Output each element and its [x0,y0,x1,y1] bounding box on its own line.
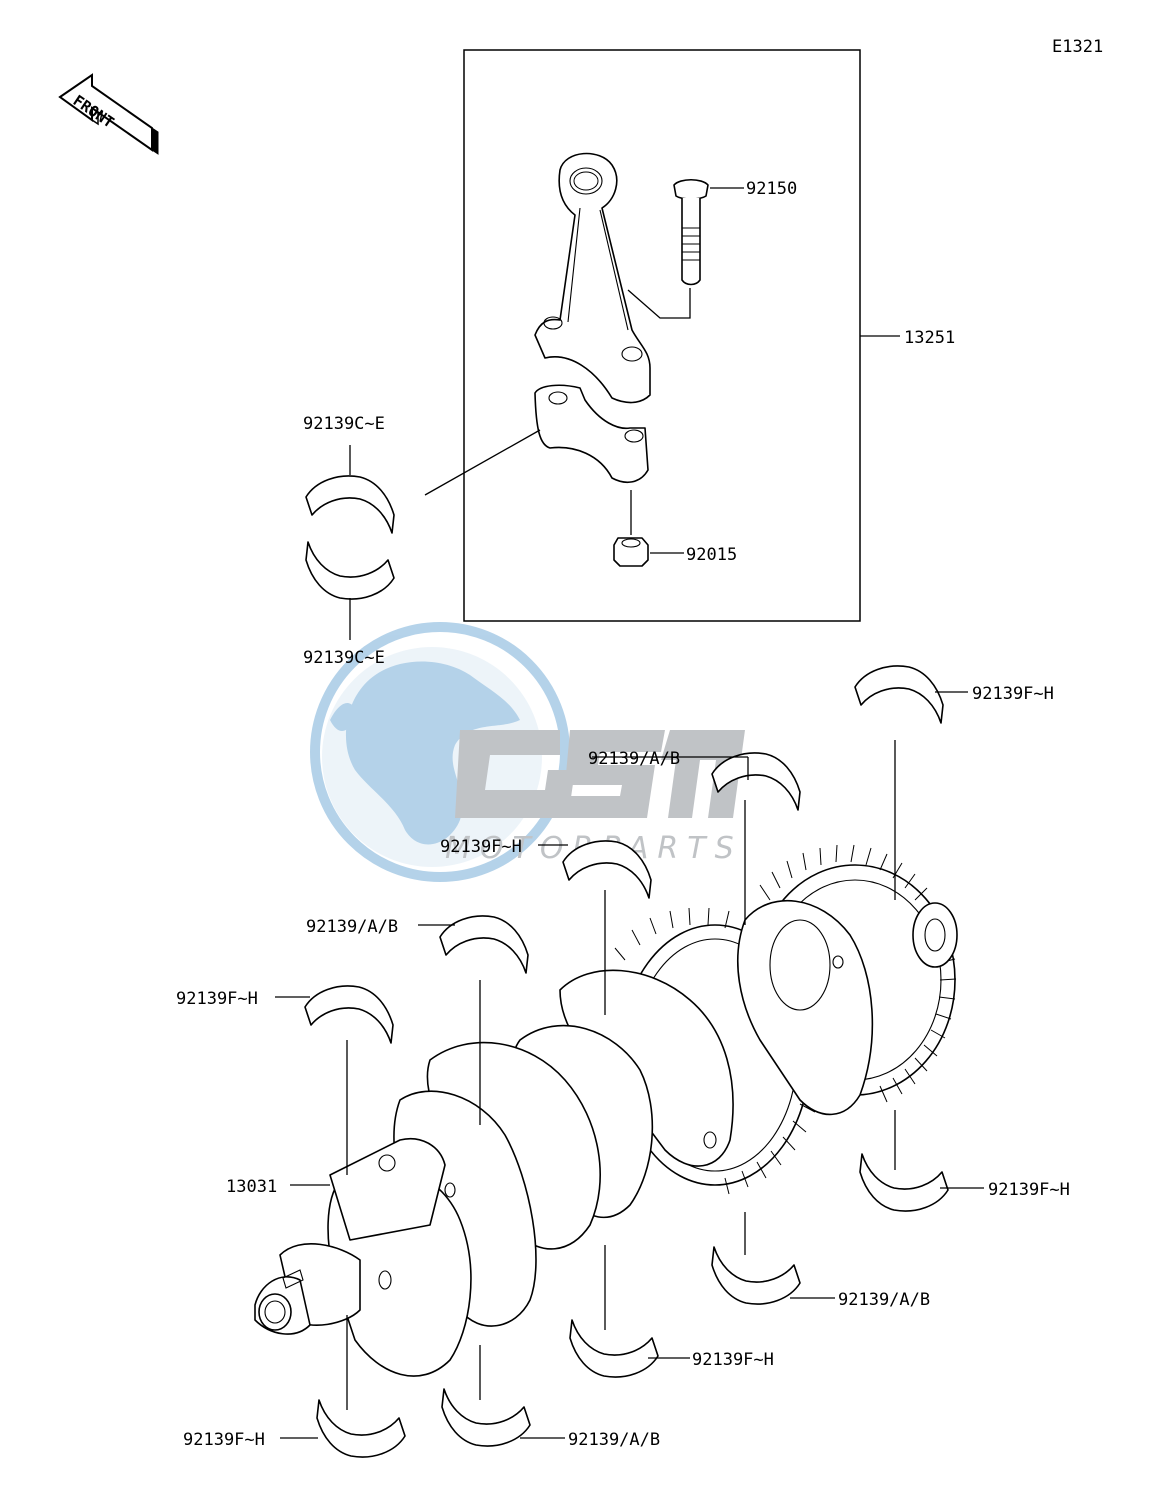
label-main-bearing-ab-lower-right: 92139/A/B [838,1290,930,1310]
diagram-code: E1321 [1052,37,1103,57]
conrod-assembly-box [463,49,861,622]
label-conrod-bearing-lower: 92139C~E [303,648,385,668]
conrod-bearing-lower [305,541,395,600]
label-main-bearing-fh-top-right: 92139F~H [972,684,1054,704]
conrod-bearing-upper [305,475,395,534]
label-main-bearing-fh-left: 92139F~H [176,989,258,1009]
connecting-rod-cap [534,384,649,484]
front-arrow-icon: FRONT [58,73,159,155]
label-main-bearing-ab-left: 92139/A/B [306,917,398,937]
crank-nose [254,1243,361,1335]
label-conrod-nut: 92015 [686,545,737,565]
crankshaft [254,844,958,1377]
label-main-bearing-fh-lower-center: 92139F~H [692,1350,774,1370]
main-bearing-fh-bottom-left [316,1399,406,1458]
main-bearing-ab-bottom [441,1388,531,1447]
label-conrod-bolt: 92150 [746,179,797,199]
main-bearing-fh-top-right [854,665,944,724]
watermark: MOTORPARTS [310,622,745,882]
label-main-bearing-fh-lower-right: 92139F~H [988,1180,1070,1200]
main-bearing-fh-left [304,985,394,1044]
conrod-bolt [673,178,709,286]
main-bearing-ab-lower-right [711,1246,801,1305]
main-bearing-fh-lower-right [859,1153,949,1212]
conrod-nut [613,537,649,567]
label-main-bearing-fh-center: 92139F~H [440,837,522,857]
label-main-bearing-ab-bottom: 92139/A/B [568,1430,660,1450]
label-main-bearing-ab-right: 92139/A/B [588,749,680,769]
label-main-bearing-fh-bottom-left: 92139F~H [183,1430,265,1450]
connecting-rod [534,152,651,404]
globe-watermark-icon [310,622,570,882]
label-crankshaft: 13031 [226,1177,277,1197]
main-bearing-fh-lower-center [569,1319,659,1378]
label-conrod-bearing-upper: 92139C~E [303,414,385,434]
label-conrod-assembly: 13251 [904,328,955,348]
watermark-brand: MOTORPARTS [445,730,745,866]
